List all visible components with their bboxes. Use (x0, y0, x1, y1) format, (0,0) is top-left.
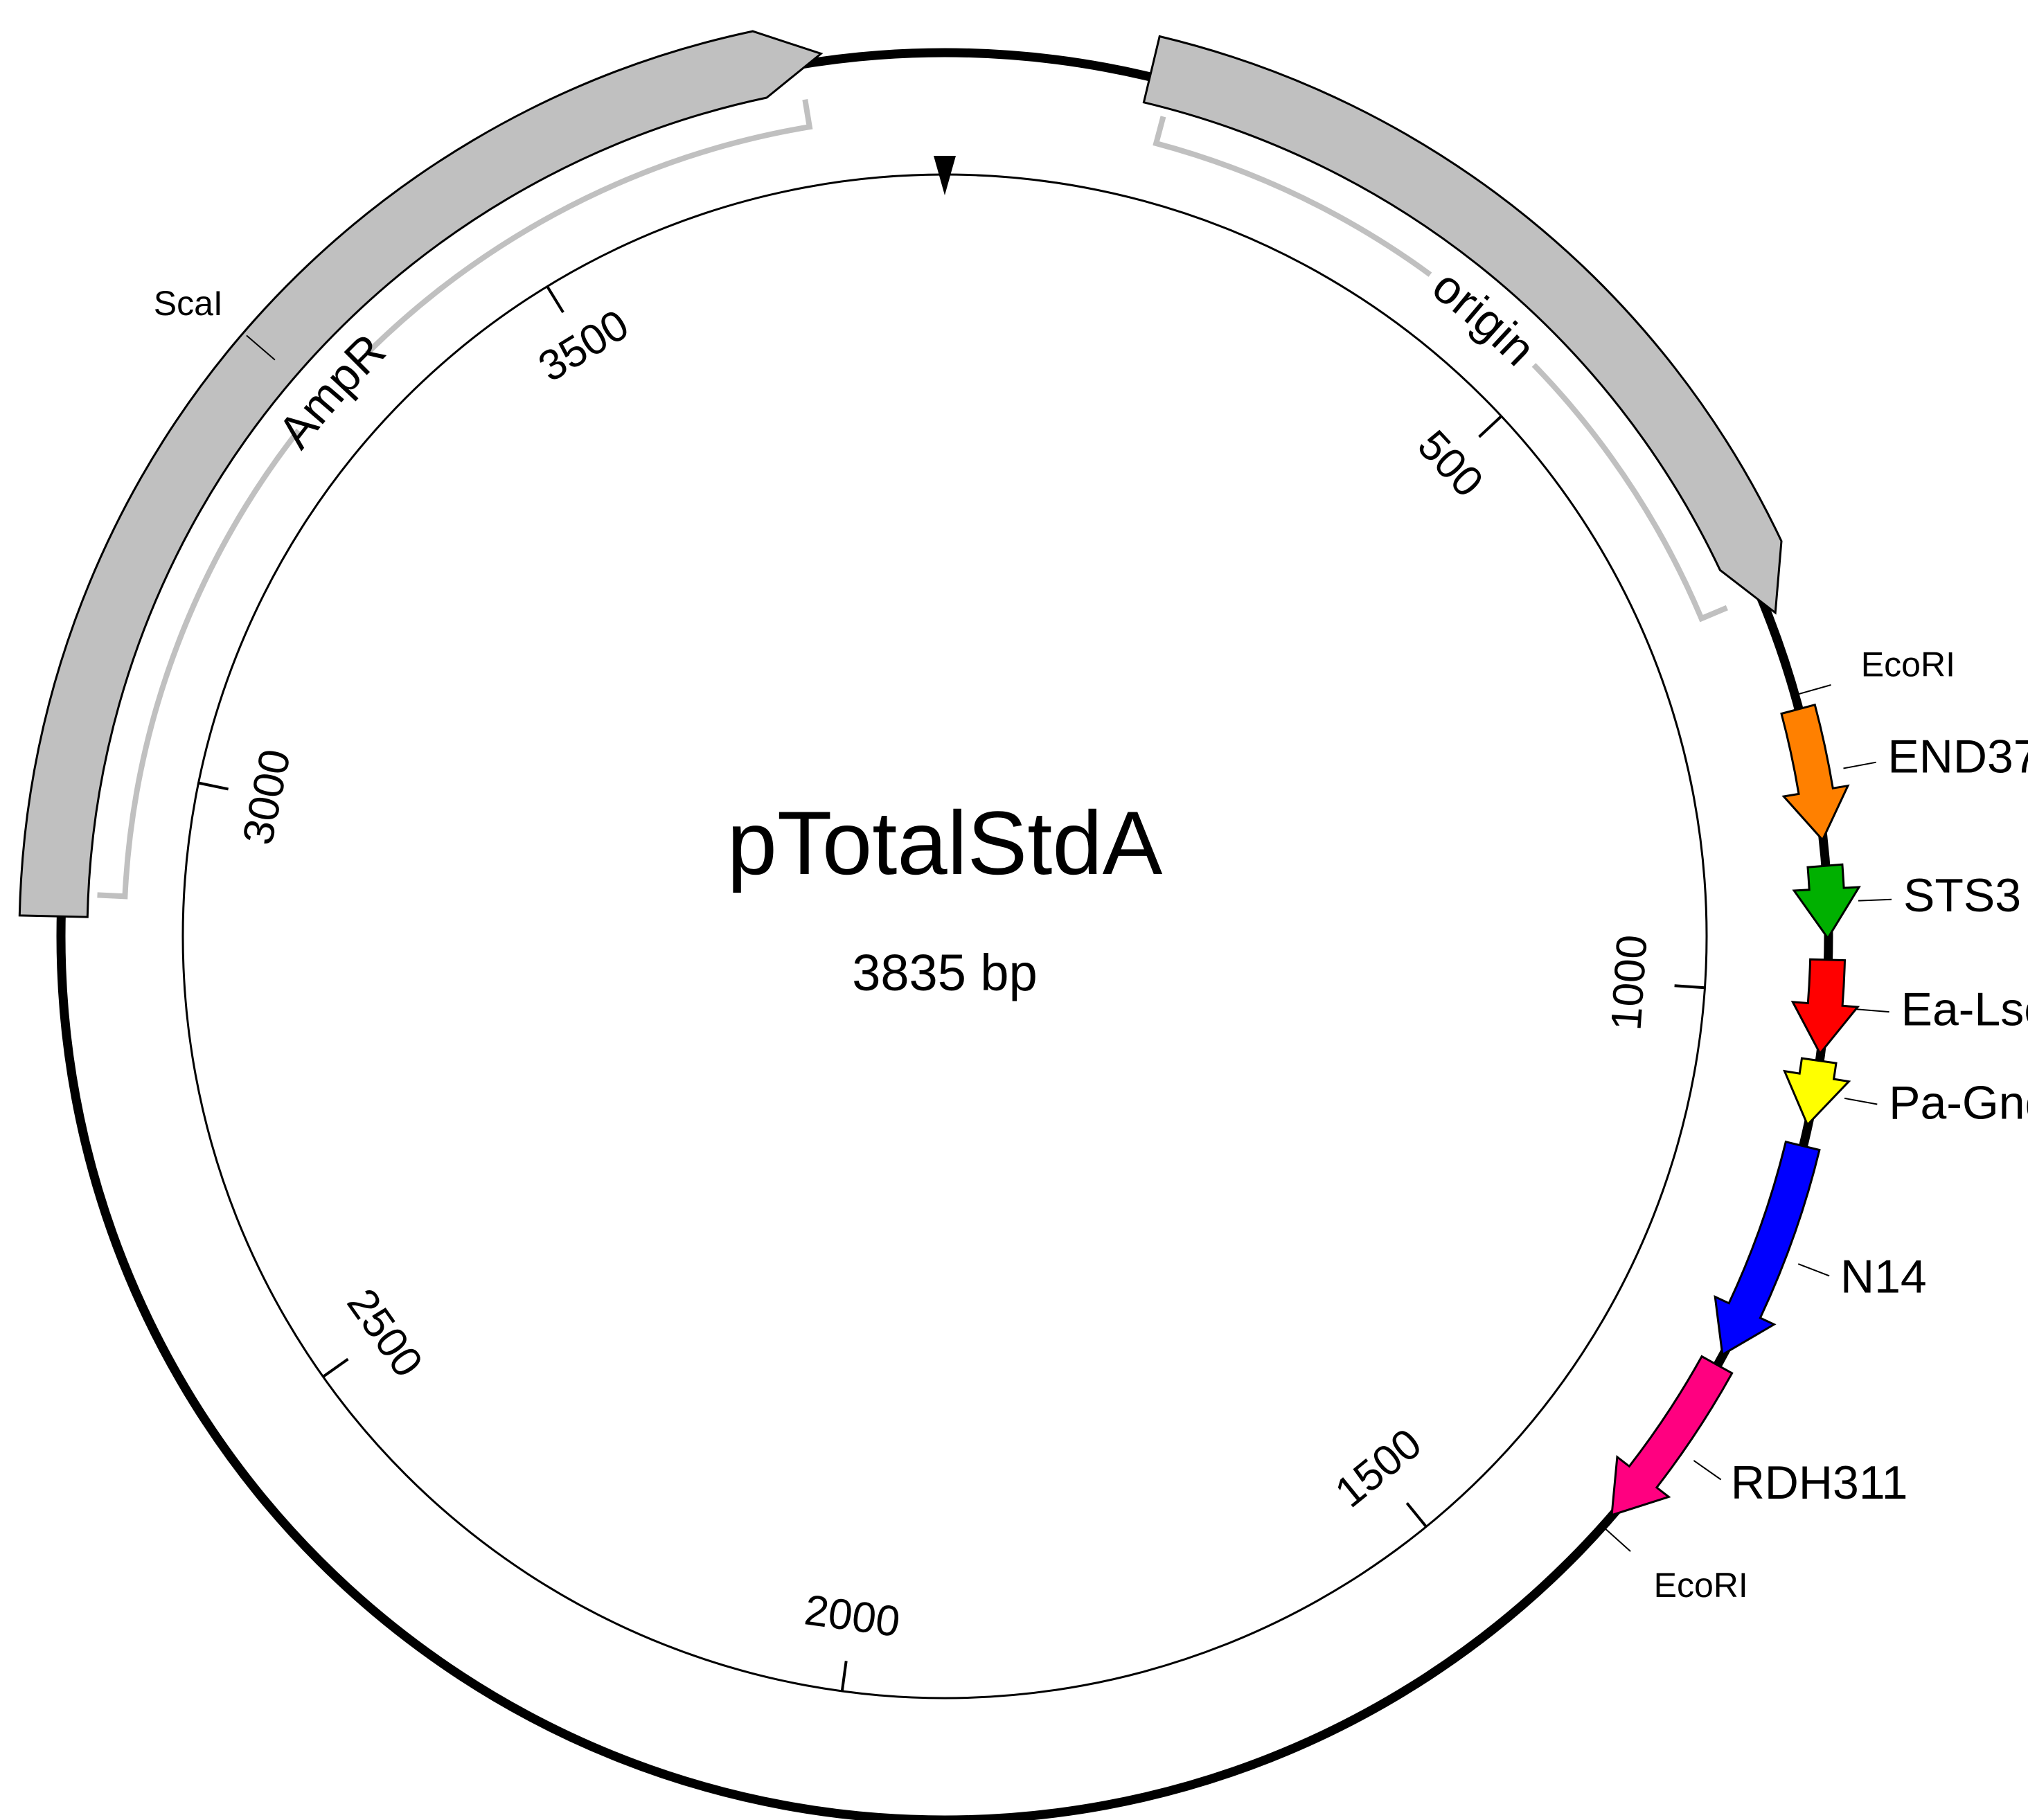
tick-mark (322, 1357, 349, 1378)
feature-pa-gnd (1783, 1057, 1851, 1127)
feature-n14 (1714, 1140, 1821, 1357)
origin-marker (934, 156, 956, 195)
bracket-gap (1426, 269, 1539, 370)
site-label-scai: ScaI (154, 284, 223, 323)
feature-origin (1142, 35, 1783, 615)
inner-circle-layer (181, 173, 1708, 1699)
tick-label: 3500 (531, 301, 637, 391)
site-label-ecori-1: EcoRI (1861, 645, 1955, 684)
feature-end37 (1780, 703, 1850, 842)
feature-leader (1797, 1263, 1830, 1277)
tick-mark (840, 1661, 848, 1692)
feature-layer (18, 30, 1861, 1517)
inner-circle (181, 173, 1708, 1699)
site-layer: ScaI EcoRI EcoRI (154, 284, 1955, 1605)
tick-label: 1500 (1326, 1420, 1431, 1517)
feature-sts3 (1792, 863, 1861, 940)
feature-leader (1693, 1460, 1722, 1481)
tick-label: 3000 (234, 745, 300, 848)
feature-label-pa-gnd: Pa-Gnd (1889, 1076, 2028, 1129)
tick-mark (198, 781, 229, 791)
feature-label-end37: END37 (1887, 731, 2028, 783)
feature-ampr (18, 30, 824, 918)
site-tick (246, 334, 276, 361)
tick-mark (1478, 415, 1503, 438)
tick-label: 2500 (337, 1281, 432, 1386)
feature-label-n14: N14 (1840, 1250, 1927, 1303)
bracket-layer (97, 99, 1728, 900)
feature-leader (1844, 1097, 1878, 1105)
site-label-ecori-2: EcoRI (1654, 1566, 1748, 1605)
feature-leader (1843, 761, 1876, 769)
tick-label: 2000 (801, 1586, 902, 1646)
feature-leader (1858, 898, 1892, 902)
tick-label: 500 (1408, 421, 1492, 506)
feature-label-rdh311: RDH311 (1731, 1456, 1908, 1509)
feature-label-ea-lsc: Ea-Lsc (1901, 983, 2028, 1035)
tick-label: 1000 (1602, 934, 1656, 1032)
feature-label-sts3: STS3 (1903, 869, 2021, 922)
tick-mark (546, 285, 564, 314)
plasmid-name: pTotalStdA (727, 792, 1163, 893)
bracket-gap (293, 348, 372, 435)
feature-leader (1856, 1008, 1889, 1013)
site-tick (1795, 684, 1831, 696)
plasmid-size: 3835 bp (852, 944, 1038, 1001)
feature-rdh311 (1610, 1355, 1734, 1517)
feature-ea-lsc (1790, 958, 1860, 1055)
site-tick (1602, 1526, 1631, 1552)
tick-mark (1405, 1502, 1427, 1528)
tick-mark (1674, 984, 1705, 990)
